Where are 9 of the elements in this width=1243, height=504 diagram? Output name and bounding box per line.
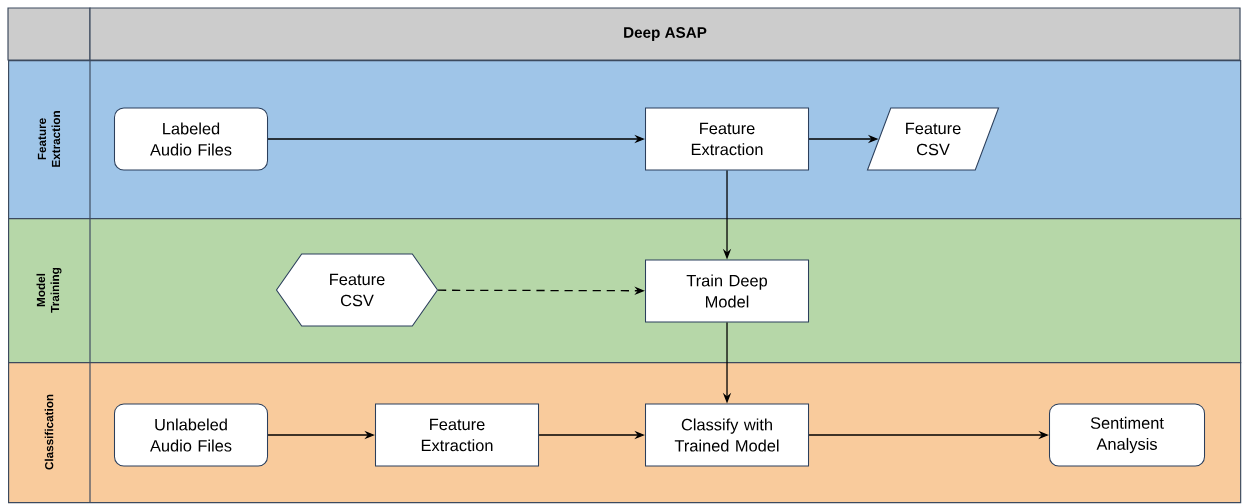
hexagon-box: Feature CSV [275, 253, 439, 327]
process-box: Feature Extraction [645, 107, 810, 171]
process-box: Unlabeled Audio Files [113, 403, 269, 467]
process-box: Labeled Audio Files [113, 107, 269, 171]
process-box: Train Deep Model [645, 259, 810, 323]
process-box: Feature Extraction [374, 403, 540, 467]
process-box: Classify with Trained Model [645, 403, 810, 467]
process-box: Sentiment Analysis [1049, 403, 1206, 467]
data-parallelogram: Feature CSV [866, 107, 1000, 171]
